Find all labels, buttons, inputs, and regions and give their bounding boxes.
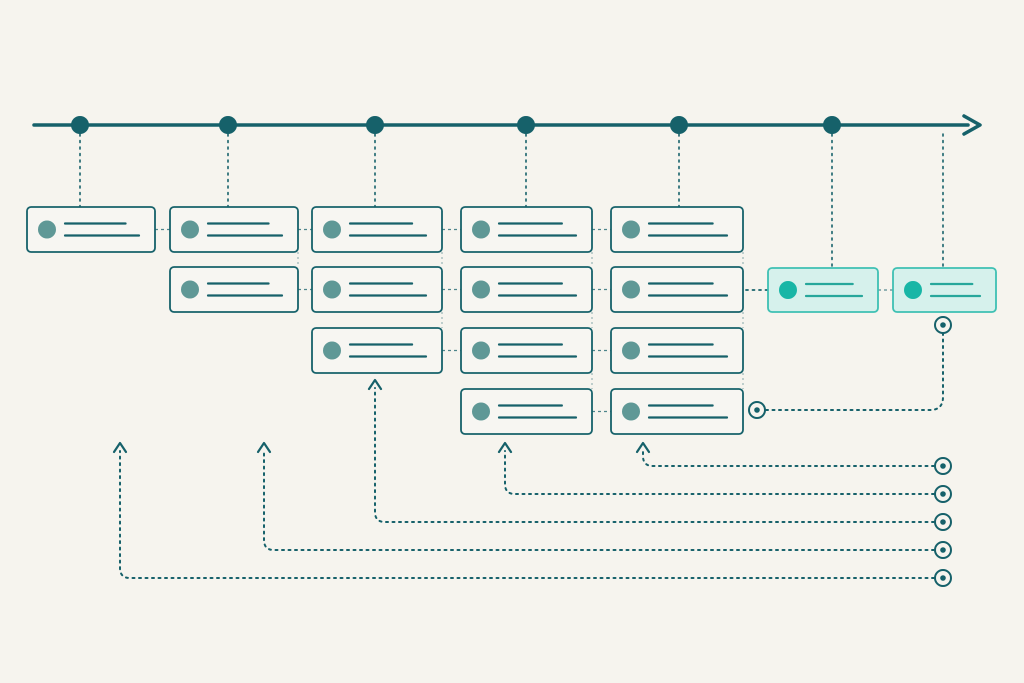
col-4-card-3: [460, 327, 593, 374]
status-dot-icon: [622, 341, 640, 360]
loop-to-col-2-arrowhead-icon: [256, 441, 272, 454]
col-5-card-4: [610, 388, 744, 435]
status-dot-icon: [472, 402, 490, 421]
status-dot-icon: [472, 341, 490, 360]
card-frame: [460, 266, 593, 313]
milestone-4-filled-circle-icon: [517, 116, 535, 134]
loop-to-col-7-end-target-circle-icon-center: [940, 322, 946, 328]
milestone-2-filled-circle-icon: [219, 116, 237, 134]
col-2-card-2: [169, 266, 299, 313]
col-1-card-1: [26, 206, 156, 253]
card-frame: [892, 267, 997, 313]
loop-to-col-3-target-circle-icon-center: [940, 519, 946, 525]
loop-to-col-4-path: [504, 450, 935, 495]
col-5-card-3: [610, 327, 744, 374]
col-3-card-1: [311, 206, 443, 253]
status-dot-icon: [472, 220, 490, 239]
status-dot-icon: [904, 281, 922, 299]
card-frame: [311, 327, 443, 374]
col-2-card-1: [169, 206, 299, 253]
card-frame: [610, 266, 744, 313]
loop-to-col-3-arrowhead-icon: [367, 378, 383, 391]
milestone-1-filled-circle-icon: [71, 116, 89, 134]
loop-to-col-2-path: [263, 450, 935, 551]
card-frame: [610, 206, 744, 253]
timeline-arrowhead-icon: [962, 114, 982, 136]
loop-to-col-1-path: [119, 450, 935, 579]
status-dot-icon: [472, 280, 490, 299]
col-5-card-2: [610, 266, 744, 313]
loop-to-col-7-start-target-circle-icon-center: [754, 407, 760, 413]
card-frame: [26, 206, 156, 253]
col-5-card-1: [610, 206, 744, 253]
card-frame: [311, 206, 443, 253]
loop-to-col-2-target-circle-icon-center: [940, 547, 946, 553]
status-dot-icon: [323, 341, 341, 360]
col-4-card-2: [460, 266, 593, 313]
col-4-card-1: [460, 206, 593, 253]
card-frame: [311, 266, 443, 313]
status-dot-icon: [323, 280, 341, 299]
loop-to-col-5-target-circle-icon-center: [940, 463, 946, 469]
status-dot-icon: [181, 220, 199, 239]
card-frame: [169, 206, 299, 253]
card-frame: [460, 388, 593, 435]
milestone-6-filled-circle-icon: [823, 116, 841, 134]
col-3-card-3: [311, 327, 443, 374]
card-frame: [610, 327, 744, 374]
col-4-card-4: [460, 388, 593, 435]
status-dot-icon: [622, 280, 640, 299]
loop-to-col-1-arrowhead-icon: [112, 441, 128, 454]
card-frame: [460, 206, 593, 253]
col-7-card-1: [892, 267, 997, 313]
card-frame: [610, 388, 744, 435]
col-3-card-2: [311, 266, 443, 313]
status-dot-icon: [622, 402, 640, 421]
status-dot-icon: [622, 220, 640, 239]
loop-to-col-5-arrowhead-icon: [635, 441, 651, 454]
card-frame: [169, 266, 299, 313]
loop-to-col-5-path: [642, 450, 935, 467]
status-dot-icon: [779, 281, 797, 299]
loop-to-col-3-path: [374, 387, 935, 523]
loop-to-col-4-arrowhead-icon: [497, 441, 513, 454]
loop-to-col-7-path: [765, 333, 944, 411]
milestone-3-filled-circle-icon: [366, 116, 384, 134]
status-dot-icon: [38, 220, 56, 239]
col-6-card-1: [767, 267, 879, 313]
card-frame: [767, 267, 879, 313]
loop-to-col-4-target-circle-icon-center: [940, 491, 946, 497]
status-dot-icon: [323, 220, 341, 239]
milestone-5-filled-circle-icon: [670, 116, 688, 134]
card-frame: [460, 327, 593, 374]
loop-to-col-1-target-circle-icon-center: [940, 575, 946, 581]
status-dot-icon: [181, 280, 199, 299]
